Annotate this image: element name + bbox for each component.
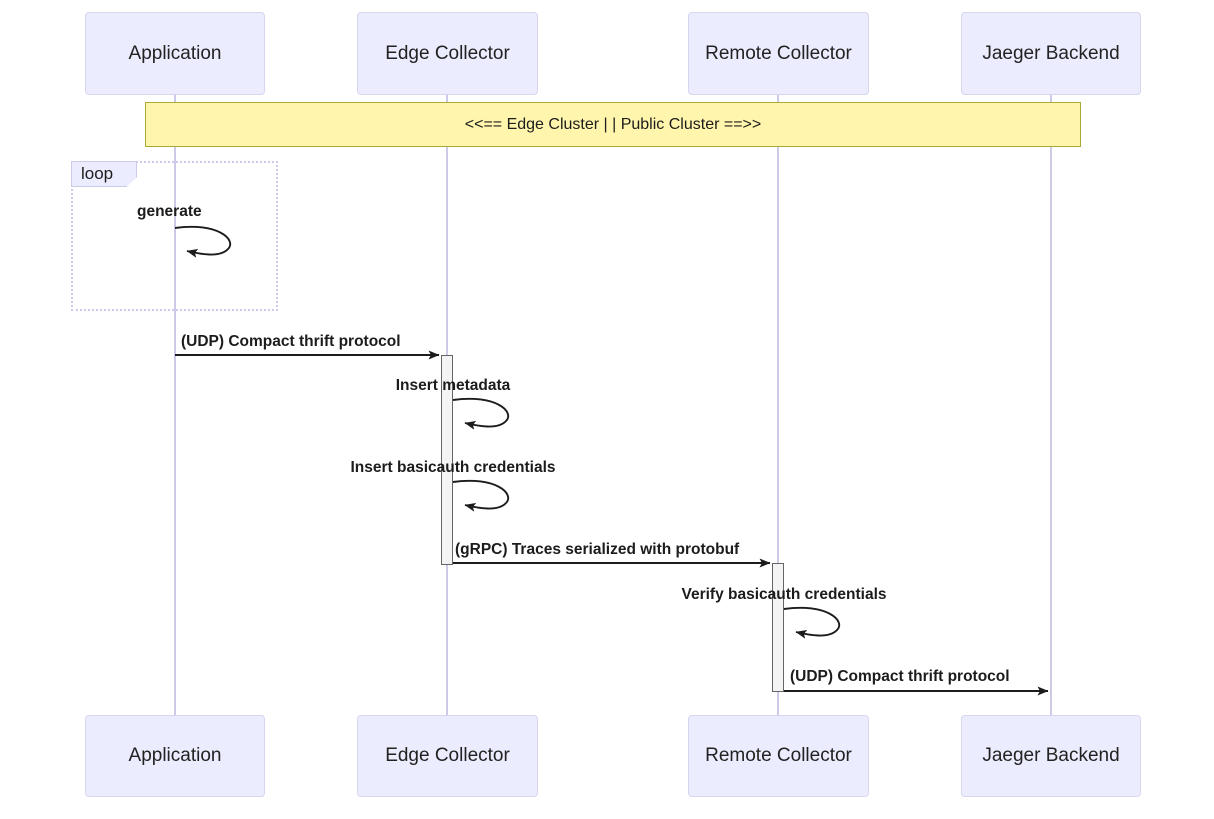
participant-top-application[interactable]: Application: [85, 12, 265, 95]
participant-label: Edge Collector: [385, 745, 510, 766]
note-text: <<== Edge Cluster | | Public Cluster ==>…: [464, 115, 762, 133]
participant-top-edge-collector[interactable]: Edge Collector: [357, 12, 538, 95]
arrow-insert-metadata: [452, 397, 510, 430]
message-label-insert-basicauth-credentials: Insert basicauth credentials: [350, 459, 555, 477]
lifeline-remote-collector: [777, 95, 779, 716]
message-text: (UDP) Compact thrift protocol: [790, 668, 1010, 685]
participant-bottom-remote-collector[interactable]: Remote Collector: [688, 715, 869, 797]
participant-top-remote-collector[interactable]: Remote Collector: [688, 12, 869, 95]
participant-label: Jaeger Backend: [982, 745, 1120, 766]
participant-label: Remote Collector: [705, 745, 852, 766]
message-label-grpc-traces-protobuf: (gRPC) Traces serialized with protobuf: [455, 541, 739, 559]
participant-label: Jaeger Backend: [982, 42, 1120, 64]
loop-label-text: loop: [81, 164, 114, 183]
participant-top-jaeger-backend[interactable]: Jaeger Backend: [961, 12, 1141, 95]
loop-fragment-label: loop: [71, 161, 137, 187]
message-text: Insert metadata: [395, 377, 511, 394]
message-label-verify-basicauth-credentials: Verify basicauth credentials: [681, 586, 886, 604]
message-label-udp-compact-thrift-1: (UDP) Compact thrift protocol: [181, 333, 401, 351]
lifeline-application: [174, 95, 176, 716]
activation-remote-collector: [772, 563, 784, 692]
message-text: generate: [137, 203, 202, 220]
note-cluster-divider: <<== Edge Cluster | | Public Cluster ==>…: [145, 102, 1081, 147]
participant-label: Application: [128, 745, 222, 766]
lifeline-jaeger-backend: [1050, 95, 1052, 716]
participant-bottom-edge-collector[interactable]: Edge Collector: [357, 715, 538, 797]
activation-edge-collector: [441, 355, 453, 565]
message-text: (gRPC) Traces serialized with protobuf: [455, 541, 740, 558]
participant-bottom-jaeger-backend[interactable]: Jaeger Backend: [961, 715, 1141, 797]
participant-bottom-application[interactable]: Application: [85, 715, 265, 797]
message-text: Insert basicauth credentials: [350, 459, 556, 476]
message-label-udp-compact-thrift-2: (UDP) Compact thrift protocol: [790, 668, 1010, 686]
participant-label: Application: [128, 42, 222, 64]
message-label-insert-metadata: Insert metadata: [396, 377, 511, 395]
message-text: Verify basicauth credentials: [681, 586, 887, 603]
loop-fragment-generate: [71, 161, 278, 311]
participant-label: Remote Collector: [705, 42, 852, 64]
participant-label: Edge Collector: [385, 42, 510, 64]
arrow-insert-basicauth-credentials: [452, 479, 510, 512]
arrow-verify-basicauth-credentials: [783, 606, 841, 639]
message-text: (UDP) Compact thrift protocol: [181, 333, 401, 350]
message-label-generate: generate: [137, 203, 202, 221]
